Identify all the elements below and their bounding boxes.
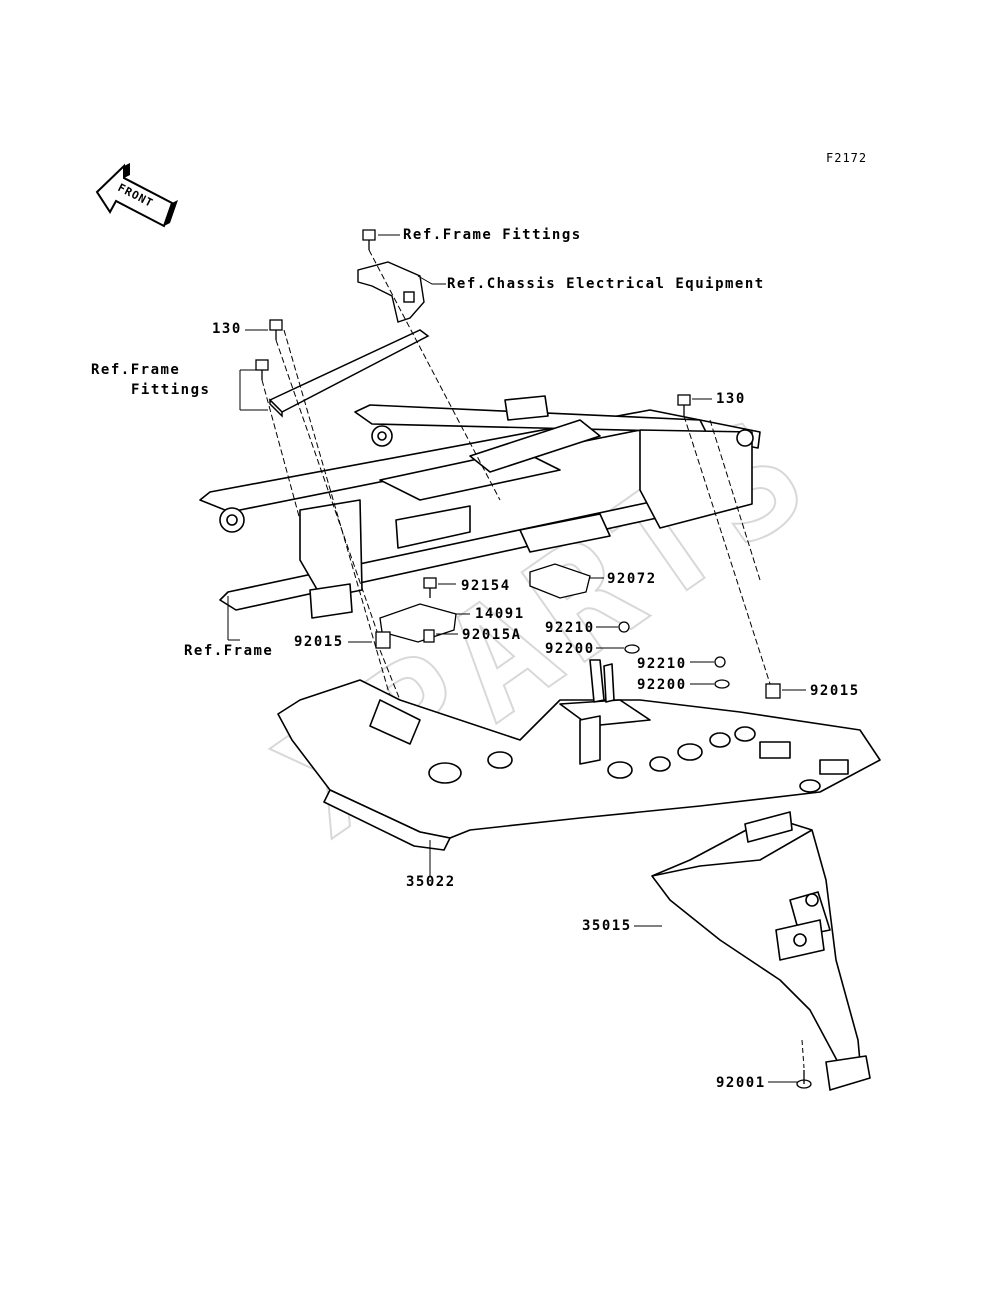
- rear-fender: [651, 811, 871, 1091]
- front-arrow-icon: FRONT: [95, 163, 178, 228]
- bolt-icon: [362, 229, 376, 250]
- undertray: [277, 659, 881, 851]
- callout-ref-frame: Ref.Frame: [184, 643, 274, 659]
- callout-92200-a: 92200: [545, 641, 595, 657]
- callout-14091: 14091: [475, 606, 525, 622]
- callout-92200-b: 92200: [637, 677, 687, 693]
- callout-92015A: 92015A: [462, 627, 522, 643]
- callout-35015: 35015: [582, 918, 632, 934]
- callout-ref-frame-fittings-left-2: Fittings: [131, 382, 211, 398]
- figure-code: F2172: [826, 151, 868, 165]
- callout-92015-left: 92015: [294, 634, 344, 650]
- callout-130-left: 130: [212, 321, 242, 337]
- callout-ref-chassis-electrical: Ref.Chassis Electrical Equipment: [447, 276, 765, 292]
- callout-ref-frame-fittings-left-1: Ref.Frame: [91, 362, 181, 378]
- frame-rail: [268, 329, 430, 418]
- bolt-130-icon: [255, 319, 691, 416]
- callout-92072: 92072: [607, 571, 657, 587]
- callout-92210-a: 92210: [545, 620, 595, 636]
- callout-92210-b: 92210: [637, 656, 687, 672]
- callout-92001: 92001: [716, 1075, 766, 1091]
- callout-92154: 92154: [461, 578, 511, 594]
- callout-130-right: 130: [716, 391, 746, 407]
- small-parts: [375, 563, 781, 699]
- leader-lines: [227, 577, 806, 691]
- callout-92015-right: 92015: [810, 683, 860, 699]
- callout-35022: 35022: [406, 874, 456, 890]
- bolt-92001-icon: [796, 1070, 812, 1089]
- callout-ref-frame-fittings-top: Ref.Frame Fittings: [403, 227, 582, 243]
